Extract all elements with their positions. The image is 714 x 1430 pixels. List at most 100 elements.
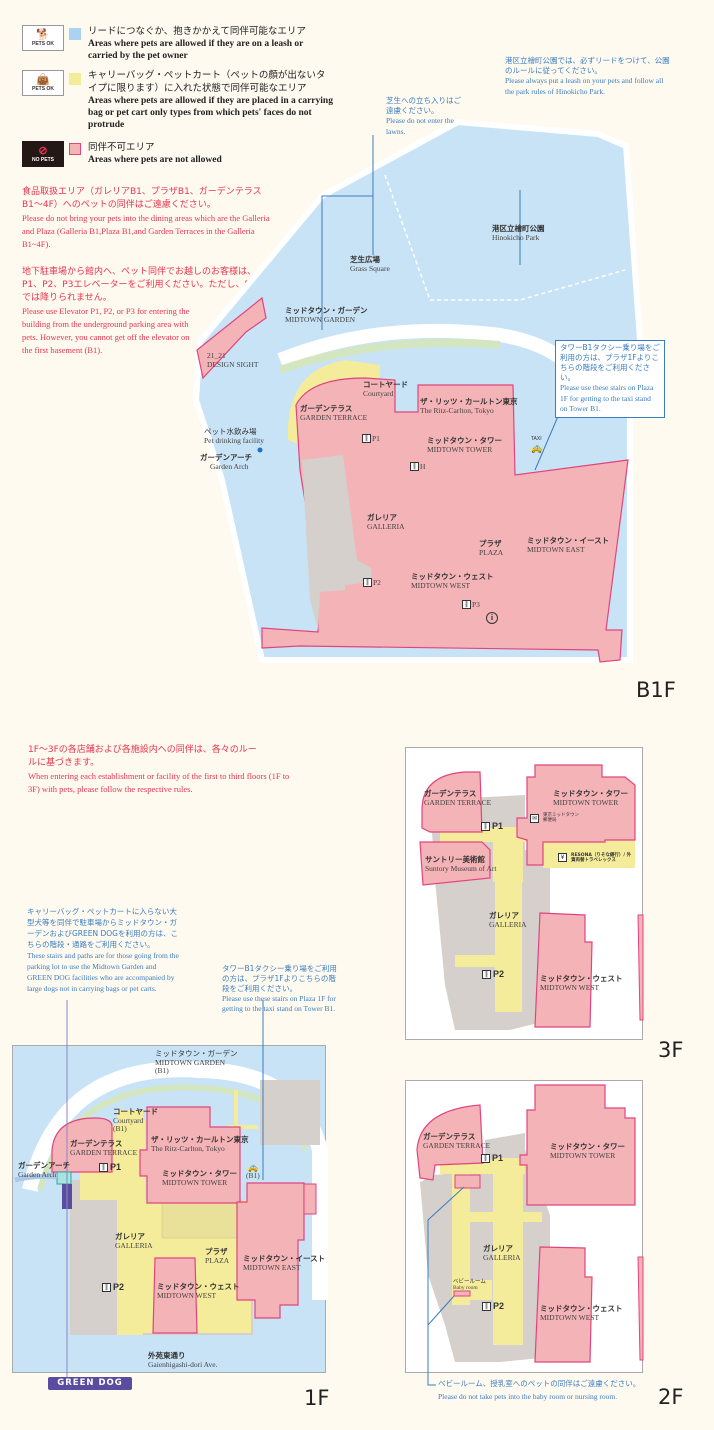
carrier-area-swatch — [69, 73, 81, 85]
legend-nopets-jp: 同伴不可エリア — [88, 142, 155, 153]
taxi-1f-notice-en: Please use these stairs on Plaza 1F for … — [222, 994, 336, 1013]
f2-garden-terrace — [416, 1104, 484, 1181]
f3-midtown-tower — [516, 764, 636, 866]
elevator-icon: ‖ — [482, 1302, 491, 1311]
baby-notice-jp: ベビールーム、授乳室へのペットの同伴はご遠慮ください。 — [438, 1379, 641, 1388]
b1-lawn — [278, 338, 501, 374]
b1-parking-gray — [302, 455, 372, 630]
dining-notice: 食品取扱エリア（ガレリアB1、プラザB1、ガーデンテラスB1～4F）へのペットの… — [22, 186, 272, 251]
dining-notice-en: Please do not bring your pets into the d… — [22, 213, 270, 249]
f2-baby-room — [453, 1290, 471, 1297]
legend-carrier: キャリーバッグ・ペットカート（ペットの顔が出ないタイプに限ります）に入れた状態で… — [88, 69, 333, 131]
f1-midtown-tower — [139, 1106, 241, 1204]
b1-path-dashed — [384, 174, 626, 301]
f1-galleria-shops — [70, 1180, 120, 1335]
no-pets-area-swatch — [69, 143, 81, 155]
f1-taxi-icon: 🚕(B1) — [246, 1162, 260, 1181]
elevator-icon: ‖ — [462, 600, 471, 609]
parking-notice-jp: 地下駐車場から館内へ、ペット同伴でお越しのお客様は、P1、P2、P3エレベーター… — [22, 267, 257, 303]
f2-midtown-west — [534, 1246, 593, 1363]
elevator-h-label: H — [420, 462, 426, 471]
park-notice: 港区立檜町公園では、必ずリードをつけて、公園のルールに従ってください。 Plea… — [505, 56, 670, 97]
legend-leash: リードにつなぐか、抱きかかえて同伴可能なエリア Areas where pets… — [88, 25, 333, 62]
legend-carrier-en: Areas where pets are allowed if they are… — [88, 96, 333, 130]
elevator-icon: ‖ — [481, 1154, 490, 1163]
floors-notice: 1F～3Fの各店舗および各施設内への同伴は、各々のルールに基づきます。 When… — [28, 744, 298, 796]
floors-notice-en: When entering each establishment or faci… — [28, 771, 290, 794]
taxi-icon: TAXI🚕 — [530, 436, 543, 454]
legend-nopets-en: Areas where pets are not allowed — [88, 155, 222, 165]
lawn-notice-en: Please do not enter the lawns. — [386, 116, 454, 136]
elevator-icon: ‖ — [482, 970, 491, 979]
no-pets-icon: ⊘NO PETS — [22, 141, 64, 167]
green-dog-label: GREEN DOG — [48, 1377, 132, 1390]
elevator-p3-label: P3 — [472, 600, 480, 609]
dining-notice-jp: 食品取扱エリア（ガレリアB1、プラザB1、ガーデンテラスB1～4F）へのペットの… — [22, 187, 262, 210]
elevator-icon: ‖ — [481, 822, 490, 831]
f3-map-shapes — [419, 764, 644, 1030]
f3-midtown-west — [534, 912, 593, 1028]
elevator-icon: ‖ — [99, 1163, 108, 1172]
f2-restroom — [454, 1174, 481, 1189]
elevator-icon: ‖ — [410, 462, 419, 471]
f1-floor-label: 1F — [304, 1386, 330, 1410]
stairs-notice-jp: キャリーバッグ・ペットカートに入らない大型犬等を同伴で駐車場からミッドタウン・ガ… — [27, 907, 178, 949]
icon-label: PETS OK — [32, 86, 54, 92]
water-point-icon — [257, 447, 263, 453]
f1-midtown-east — [236, 1182, 305, 1319]
pets-ok-carrier-icon: 👜PETS OK — [22, 70, 64, 96]
f3-post-office: 東京ミッドタウン郵便局 — [543, 813, 579, 824]
post-office-icon: ✉ — [530, 814, 539, 823]
park-notice-jp: 港区立檜町公園では、必ずリードをつけて、公園のルールに従ってください。 — [505, 56, 670, 75]
park-notice-en: Please always put a leash on your pets a… — [505, 76, 664, 96]
taxi-1f-notice: タワーB1タクシー乗り場をご利用の方は、プラザ1Fよりこちらの階段をご利用くださ… — [222, 964, 337, 1013]
elevator-p1-label: P1 — [372, 434, 380, 443]
floors-notice-jp: 1F～3Fの各店舗および各施設内への同伴は、各々のルールに基づきます。 — [28, 745, 257, 768]
f3-elevator-p2: P2 — [493, 969, 505, 979]
f2-map-shapes — [416, 1084, 644, 1386]
legend-leash-en: Areas where pets are allowed if they are… — [88, 39, 304, 61]
f3-garden-terrace — [421, 771, 483, 833]
f1-map-shapes — [14, 1000, 328, 1380]
baby-notice-en: Please do not take pets into the baby ro… — [438, 1392, 618, 1401]
taxi-1f-notice-jp: タワーB1タクシー乗り場をご利用の方は、プラザ1Fよりこちらの階段をご利用くださ… — [222, 964, 337, 993]
stairs-notice-en: These stairs and paths are for those goi… — [27, 951, 179, 993]
f2-floor-label: 2F — [658, 1385, 684, 1409]
icon-label: NO PETS — [32, 157, 54, 163]
f3-floor-label: 3F — [658, 1038, 684, 1062]
icon-label: PETS OK — [32, 41, 54, 47]
b1-floor-label: B1F — [636, 678, 676, 702]
stairs-notice: キャリーバッグ・ペットカートに入らない大型犬等を同伴で駐車場からミッドタウン・ガ… — [27, 906, 182, 994]
f1-elevator-p2: P2 — [113, 1282, 125, 1292]
elevator-icon: ‖ — [102, 1283, 111, 1292]
pets-ok-dog-icon: 🐕PETS OK — [22, 25, 64, 51]
f2-elevator-p2: P2 — [493, 1301, 505, 1311]
